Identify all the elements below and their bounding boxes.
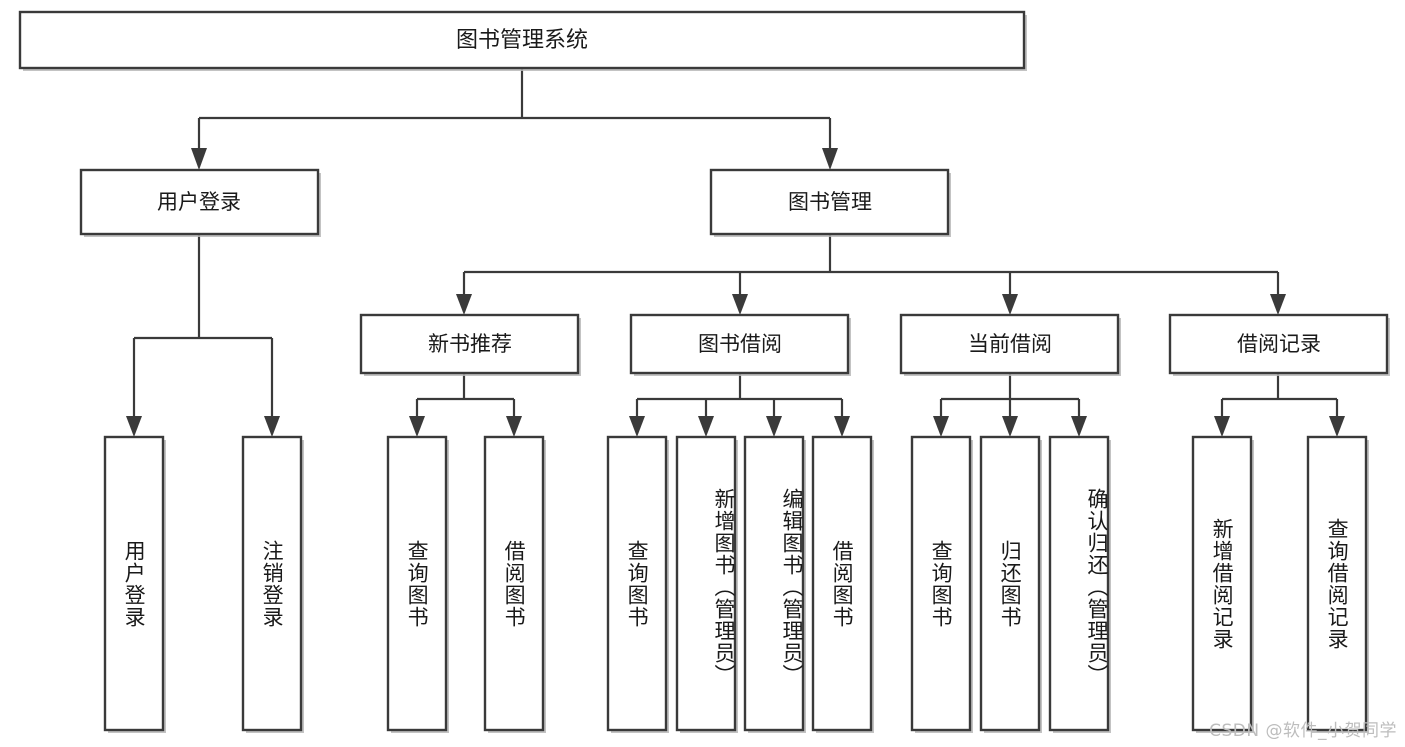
leaf-node-borrow-book-newbook[interactable]	[483, 435, 546, 733]
connector-currentborrow-to-leaves	[933, 373, 1087, 437]
node-rect	[743, 435, 805, 732]
arrow-head-icon	[1002, 294, 1018, 315]
arrow-head-icon	[698, 416, 714, 437]
node-label: 借阅记录	[1237, 332, 1321, 356]
node-rect	[241, 435, 303, 732]
node-rect	[1306, 435, 1368, 732]
node-label: 用户登录	[157, 190, 241, 214]
leaf-node-user-login-action[interactable]	[103, 435, 166, 733]
leaf-node-query-borrow-record[interactable]	[1306, 435, 1369, 733]
leaf-node-logout[interactable]	[241, 435, 304, 733]
node-rect	[709, 168, 950, 236]
node-rect	[811, 435, 873, 732]
node-rect	[79, 168, 320, 236]
node-rect	[629, 313, 850, 375]
node-root-system[interactable]: 图书管理系统	[18, 10, 1027, 71]
node-rect	[899, 313, 1120, 375]
connector-userlogin-to-leaves	[126, 234, 280, 437]
node-rect	[359, 313, 580, 375]
node-label: 图书管理	[788, 190, 872, 214]
node-rect	[483, 435, 545, 732]
node-label: 当前借阅	[968, 332, 1052, 356]
node-label: 新书推荐	[428, 332, 512, 356]
leaf-node-query-book-borrow[interactable]	[606, 435, 669, 733]
connector-bookborrow-to-leaves	[629, 373, 850, 437]
arrow-head-icon	[191, 148, 207, 170]
arrow-head-icon	[766, 416, 782, 437]
arrow-head-icon	[1071, 416, 1087, 437]
node-user-login[interactable]: 用户登录	[79, 168, 321, 237]
node-rect	[979, 435, 1041, 732]
node-label: 图书借阅	[698, 332, 782, 356]
arrow-head-icon	[126, 416, 142, 437]
leaf-node-query-book-newbook[interactable]	[386, 435, 449, 733]
connector-root-to-level2	[191, 68, 838, 170]
arrow-head-icon	[1002, 416, 1018, 437]
arrow-head-icon	[1329, 416, 1345, 437]
node-rect	[910, 435, 972, 732]
arrow-head-icon	[629, 416, 645, 437]
arrow-head-icon	[933, 416, 949, 437]
arrow-head-icon	[1214, 416, 1230, 437]
node-rect	[386, 435, 448, 732]
arrow-head-icon	[409, 416, 425, 437]
node-current-borrow[interactable]: 当前借阅	[899, 313, 1121, 376]
node-rect	[18, 10, 1026, 70]
leaf-node-add-borrow-record[interactable]	[1191, 435, 1254, 733]
arrow-head-icon	[1270, 294, 1286, 315]
arrow-head-icon	[264, 416, 280, 437]
node-rect	[1048, 435, 1110, 732]
node-book-management[interactable]: 图书管理	[709, 168, 951, 237]
node-rect	[1168, 313, 1389, 375]
connector-borrowrecord-to-leaves	[1214, 373, 1345, 437]
connector-bookmgmt-to-level3	[456, 234, 1286, 315]
arrow-head-icon	[506, 416, 522, 437]
leaf-node-borrow-book[interactable]	[811, 435, 874, 733]
leaf-node-add-book-admin[interactable]	[675, 435, 738, 733]
arrow-head-icon	[822, 148, 838, 170]
leaf-node-query-book-current[interactable]	[910, 435, 973, 733]
leaf-node-confirm-return-admin[interactable]	[1048, 435, 1111, 733]
node-rect	[1191, 435, 1253, 732]
node-rect	[103, 435, 165, 732]
arrow-head-icon	[732, 294, 748, 315]
watermark-text: CSDN @软件_小贺同学	[1209, 721, 1397, 741]
node-label: 图书管理系统	[456, 28, 588, 53]
arrow-head-icon	[456, 294, 472, 315]
arrow-head-icon	[834, 416, 850, 437]
node-rect	[606, 435, 668, 732]
node-new-book-recommend[interactable]: 新书推荐	[359, 313, 581, 376]
leaf-node-edit-book-admin[interactable]	[743, 435, 806, 733]
leaf-node-return-book[interactable]	[979, 435, 1042, 733]
node-book-borrow[interactable]: 图书借阅	[629, 313, 851, 376]
node-borrow-record[interactable]: 借阅记录	[1168, 313, 1390, 376]
connector-newbook-to-leaves	[409, 373, 522, 437]
node-rect	[675, 435, 737, 732]
